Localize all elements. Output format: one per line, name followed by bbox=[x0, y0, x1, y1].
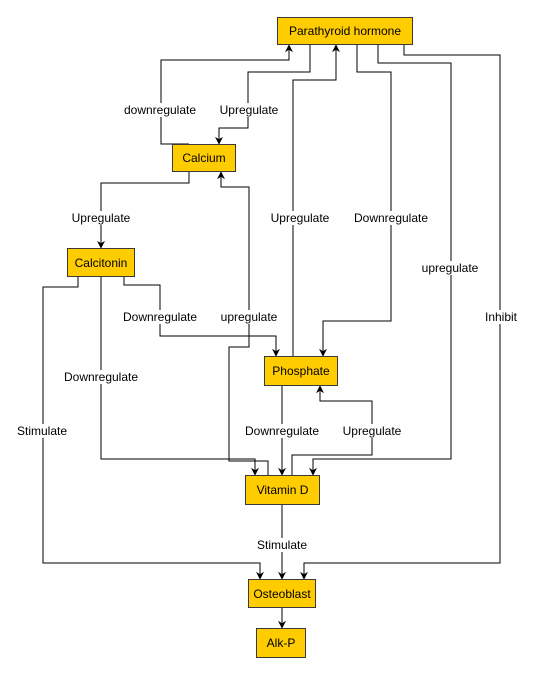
edge-vitd-to-calcium bbox=[217, 171, 269, 475]
node-vitd: Vitamin D bbox=[245, 475, 320, 505]
edge-pth-to-phosphate bbox=[319, 45, 392, 357]
edge-label-calcitonin-to-osteoblast: Stimulate bbox=[15, 424, 69, 438]
edge-label-phosphate-to-pth: Upregulate bbox=[269, 211, 331, 225]
edge-label-phosphate-to-vitd: Downregulate bbox=[243, 424, 321, 438]
edge-label-vitd-to-phosphate: Upregulate bbox=[341, 424, 403, 438]
edge-pth-to-calcium bbox=[215, 45, 311, 145]
node-osteoblast: Osteoblast bbox=[248, 579, 316, 608]
edge-label-pth-to-vitd: upregulate bbox=[420, 261, 480, 275]
edge-label-pth-to-calcium: Upregulate bbox=[218, 103, 280, 117]
node-alkp: Alk-P bbox=[256, 628, 306, 658]
edge-label-vitd-to-calcium: upregulate bbox=[219, 310, 279, 324]
edge-phosphate-to-pth bbox=[292, 44, 340, 356]
edge-label-vitd-to-osteoblast: Stimulate bbox=[255, 538, 309, 552]
edge-calcitonin-to-vitd bbox=[100, 277, 259, 476]
node-phosphate: Phosphate bbox=[264, 356, 338, 386]
edge-pth-to-vitd bbox=[309, 45, 452, 476]
edge-label-calcium-to-calcitonin: Upregulate bbox=[70, 211, 132, 225]
edge-label-pth-to-phosphate: Downregulate bbox=[352, 211, 430, 225]
edge-label-calcitonin-to-vitd: Downregulate bbox=[62, 370, 140, 384]
edge-calcium-to-pth bbox=[160, 44, 293, 145]
edge-label-pth-to-osteoblast: Inhibit bbox=[483, 310, 519, 324]
edge-label-calcitonin-to-phosphate: Downregulate bbox=[121, 310, 199, 324]
node-calcium: Calcium bbox=[172, 144, 236, 172]
edge-label-calcium-to-pth: downregulate bbox=[122, 103, 198, 117]
node-calcitonin: Calcitonin bbox=[67, 248, 135, 277]
edge-pth-to-osteoblast bbox=[300, 45, 501, 580]
node-pth: Parathyroid hormone bbox=[277, 17, 413, 45]
edge-calcium-to-calcitonin bbox=[97, 172, 190, 249]
